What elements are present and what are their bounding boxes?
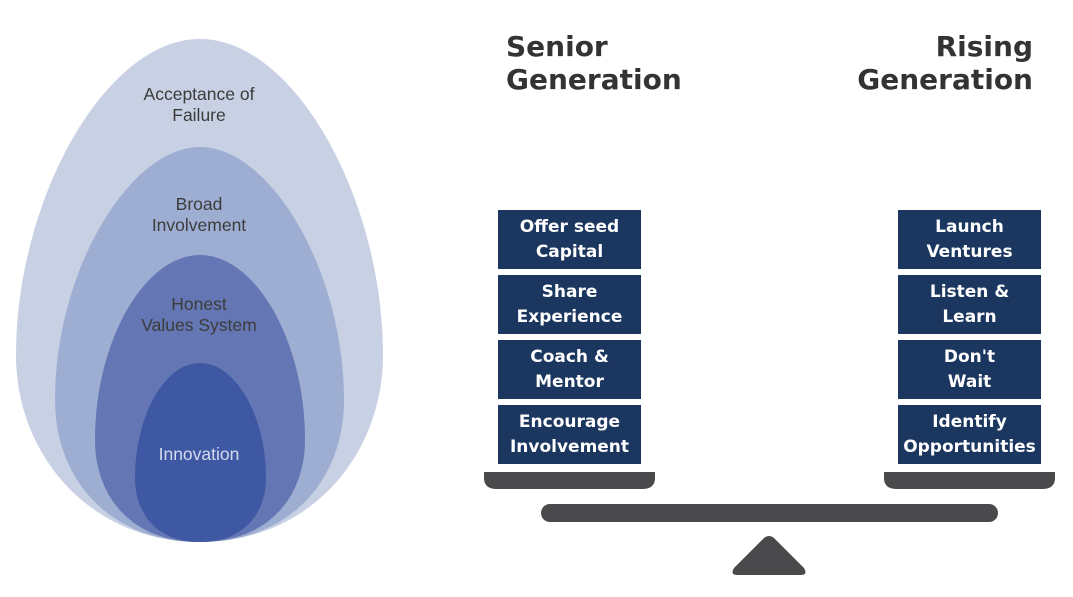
senior-box-seed-capital: Offer seed Capital xyxy=(498,210,641,269)
label-honest-values-system: Honest Values System xyxy=(141,294,257,335)
rising-generation-heading: Rising Generation xyxy=(857,30,1033,96)
rising-box-dont-wait: Don't Wait xyxy=(898,340,1041,399)
rising-stack: Launch Ventures Listen & Learn Don't Wai… xyxy=(898,210,1041,470)
senior-generation-heading: Senior Generation xyxy=(506,30,682,96)
rising-box-listen-learn: Listen & Learn xyxy=(898,275,1041,334)
senior-stack: Offer seed Capital Share Experience Coac… xyxy=(498,210,641,470)
rising-scale-pan xyxy=(884,472,1055,489)
egg-layer-innovation xyxy=(135,363,266,542)
label-broad-involvement: Broad Involvement xyxy=(151,194,247,235)
scale-beam xyxy=(541,504,998,522)
rising-box-launch-ventures: Launch Ventures xyxy=(898,210,1041,269)
senior-box-coach-mentor: Coach & Mentor xyxy=(498,340,641,399)
balance-scale xyxy=(484,472,1055,575)
senior-box-encourage-involvement: Encourage Involvement xyxy=(498,405,641,464)
rising-box-identify-opportunities: Identify Opportunities xyxy=(898,405,1041,464)
label-innovation: Innovation xyxy=(158,444,240,464)
senior-box-share-experience: Share Experience xyxy=(498,275,641,334)
nested-egg-diagram xyxy=(16,39,383,542)
scale-fulcrum xyxy=(732,536,806,575)
label-acceptance-of-failure: Acceptance of Failure xyxy=(143,84,255,125)
senior-scale-pan xyxy=(484,472,655,489)
